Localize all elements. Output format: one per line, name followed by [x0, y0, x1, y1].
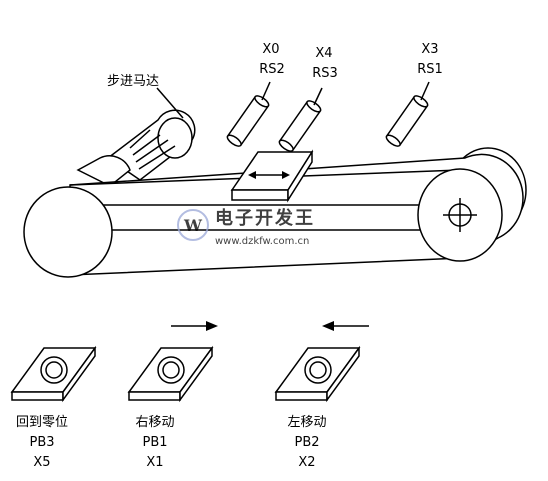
watermark-title: 电子开发王 [215, 207, 315, 229]
motor-leader-line [156, 87, 184, 119]
pb2-pb: PB2 [294, 435, 319, 450]
sensor-x4 [278, 87, 323, 152]
watermark-url: www.dzkfw.com.cn [215, 236, 309, 247]
pb3-input: X5 [33, 455, 50, 470]
pb1-button[interactable] [127, 345, 214, 403]
watermark: W 电子开发王 www.dzkfw.com.cn [177, 207, 315, 247]
sensor-x3 [385, 81, 430, 147]
sensor-x3-name: RS1 [417, 62, 443, 77]
pb2-label: 左移动 [287, 415, 326, 430]
sensor-x4-name: RS3 [312, 66, 338, 81]
pb3-pb: PB3 [29, 435, 54, 450]
sensor-x0-name: RS2 [259, 62, 285, 77]
sensor-x0-input: X0 [262, 42, 279, 57]
pb3-button[interactable] [10, 345, 97, 403]
sensor-x0 [226, 81, 271, 147]
pb2-button[interactable] [274, 345, 361, 403]
motor-label: 步进马达 [107, 74, 159, 89]
left-arrow-icon [322, 321, 369, 331]
pb1-label: 右移动 [135, 415, 174, 430]
right-arrow-icon [171, 321, 218, 331]
pb1-pb: PB1 [142, 435, 167, 450]
stepper-motor [76, 109, 196, 187]
conveyor-belt [23, 147, 527, 278]
watermark-logo: W [177, 209, 209, 241]
pb1-input: X1 [146, 455, 163, 470]
carriage-block [230, 149, 314, 203]
pb2-input: X2 [298, 455, 315, 470]
pb3-label: 回到零位 [16, 415, 68, 430]
sensor-x3-input: X3 [421, 42, 438, 57]
sensor-x4-input: X4 [315, 46, 332, 61]
svg-text:W: W [183, 216, 203, 235]
